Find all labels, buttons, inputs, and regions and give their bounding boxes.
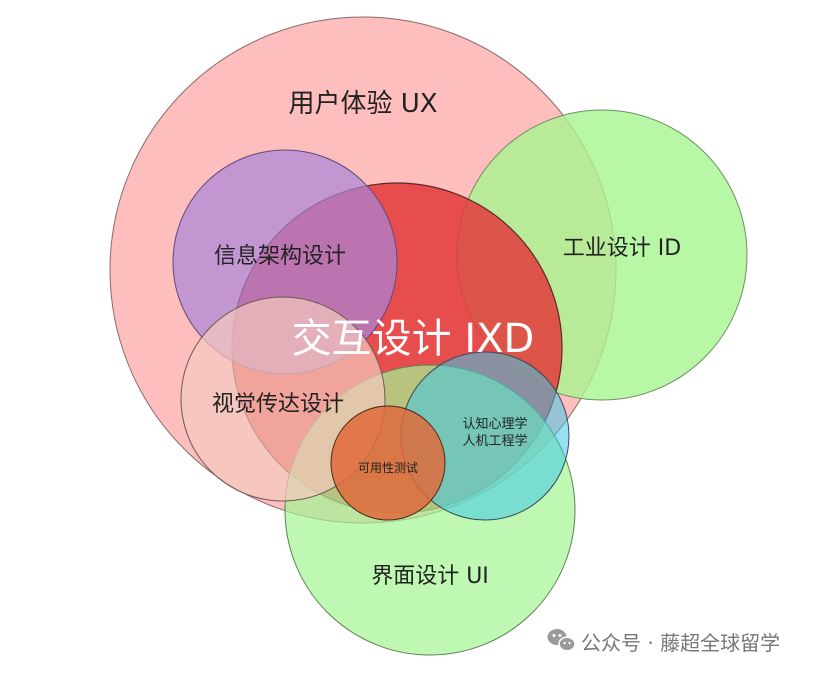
label-ux: 用户体验 UX	[288, 89, 437, 119]
label-cognitive-psychology: 认知心理学	[462, 416, 527, 432]
label-id: 工业设计 ID	[563, 236, 681, 261]
label-usability-testing: 可用性测试	[358, 460, 418, 475]
watermark-text: 公众号 · 藤超全球留学	[581, 631, 780, 655]
label-ia: 信息架构设计	[214, 244, 346, 269]
label-ui: 界面设计 UI	[371, 564, 489, 589]
watermark: 公众号 · 藤超全球留学	[547, 629, 780, 655]
label-ergonomics: 人机工程学	[462, 433, 527, 449]
label-ixd: 交互设计 IXD	[292, 316, 535, 362]
circle-usability	[330, 405, 446, 521]
wechat-icon	[547, 629, 576, 652]
label-visual-communication: 视觉传达设计	[212, 392, 344, 417]
